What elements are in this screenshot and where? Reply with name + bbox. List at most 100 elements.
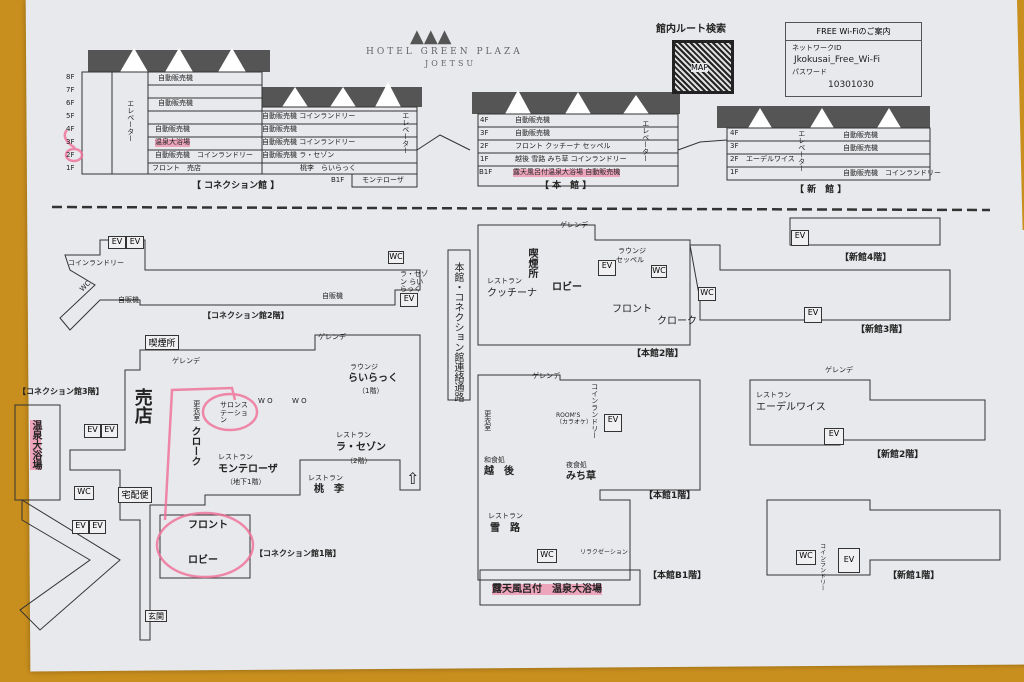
logo-mark: ▲▲▲ — [410, 26, 452, 47]
karaoke-rooms[interactable]: ROOM'S（カラオケ） — [556, 412, 593, 426]
wifi-info-box: FREE Wi-Fiのご案内 ネットワークID Jkokusai_Free_Wi… — [785, 22, 922, 97]
elevator-label: エレベーター — [797, 130, 806, 172]
restaurant-la-saison[interactable]: ラ・セゾン — [336, 442, 386, 453]
b1f-label: B1F — [331, 176, 345, 184]
highlighter-annotations — [63, 129, 259, 579]
honkan-caption: 【 本 館 】 — [540, 181, 592, 191]
shinkan-row-2f: エーデルワイス — [746, 155, 795, 163]
restaurant-monterosa[interactable]: モンテローザ — [218, 464, 278, 475]
washoku-type: 和食処 — [484, 456, 505, 464]
shinkan1-caption: 【新館1階】 — [888, 571, 940, 581]
restaurant-michikusa[interactable]: みち草 — [566, 471, 596, 482]
shinkan-row-1f: 自動販売機 コインランドリー — [843, 169, 941, 177]
shinkan2-caption: 【新館2階】 — [872, 450, 924, 460]
honkan1-caption: 【本館1階】 — [644, 491, 696, 501]
relaxation: リラクゼーション — [580, 549, 628, 556]
cloakroom[interactable]: クローク — [657, 316, 697, 327]
elevator: EV — [824, 428, 844, 445]
floor-3f: 3F — [730, 142, 739, 150]
restaurant-echigo[interactable]: 越 後 — [484, 466, 514, 477]
front-desk[interactable]: フロント — [612, 304, 652, 315]
honkanb1-caption: 【本館B1階】 — [648, 571, 707, 581]
shinkan3-caption: 【新館3階】 — [856, 325, 908, 335]
elevator: EV — [89, 520, 106, 534]
floor-1f: 1F — [480, 155, 489, 163]
elevator-label: エレベーター — [641, 120, 650, 162]
elevator: EV — [838, 548, 860, 573]
salon-station[interactable]: サロンステーション — [220, 401, 248, 425]
honkan-row-3f: 自動販売機 — [515, 129, 550, 137]
coin-laundry: コインランドリー — [590, 383, 599, 439]
slope-exit: ゲレンデ — [825, 366, 853, 374]
conn3-caption: 【コネクション館3階】 — [18, 387, 104, 396]
lounge-floor: （1階） — [358, 387, 384, 395]
elevator: EV — [804, 307, 822, 323]
honkan2-caption: 【本館2階】 — [632, 349, 684, 359]
entrance-arrow-icon: ⇧ — [406, 469, 420, 488]
row-4f-right: 自動販売機 — [262, 125, 297, 133]
floor-7f: 7F — [66, 86, 75, 94]
floor-3f: 3F — [480, 129, 489, 137]
floor-6f: 6F — [66, 99, 75, 107]
qr-label: MAP — [691, 63, 709, 72]
slope-exit: ゲレンデ — [560, 221, 588, 229]
elevator: EV — [604, 414, 622, 432]
floor-2f: 2F — [730, 155, 739, 163]
lounge-type: ラウンジ — [350, 363, 378, 371]
floor-4f: 4F — [480, 116, 489, 124]
restroom: WC — [651, 265, 667, 278]
lounge-type: ラウンジ — [618, 247, 646, 255]
cloakroom[interactable]: クローク — [189, 426, 200, 466]
floor-4f: 4F — [66, 125, 75, 133]
floor-8f: 8F — [66, 73, 75, 81]
restaurant-touri[interactable]: 桃 李 — [314, 484, 344, 495]
elevator-label: エレベーター — [126, 100, 135, 142]
floor-2f: 2F — [480, 142, 489, 150]
restaurant-type: レストラン — [308, 474, 343, 482]
shinkan-row-3f: 自動販売機 — [843, 144, 878, 152]
open-air-hot-spring-bath[interactable]: 露天風呂付 温泉大浴場 — [492, 584, 602, 595]
restroom: WC — [388, 251, 404, 264]
lobby[interactable]: ロビー — [188, 555, 218, 566]
floor-3f: 3F — [66, 138, 75, 146]
elevator-label: エレベーター — [401, 112, 410, 154]
lounge-seppel[interactable]: セッペル — [616, 256, 644, 264]
lounge-lilac[interactable]: らいらっく — [348, 373, 398, 384]
connection-caption: 【 コネクション館 】 — [192, 181, 280, 191]
route-search-title: 館内ルート検索 — [656, 24, 726, 35]
honkan-row-2f: フロント クッチーナ セッペル — [515, 142, 611, 150]
wifi-title: FREE Wi-Fiのご案内 — [786, 23, 921, 41]
lobby[interactable]: ロビー — [552, 282, 582, 293]
connecting-passage: 本館・コネクション館連絡通路 — [452, 262, 463, 402]
qr-code[interactable]: MAP — [672, 40, 734, 94]
vending: 自販機 — [118, 296, 139, 304]
shinkan-row-4f: 自動販売機 — [843, 131, 878, 139]
shop[interactable]: 売店 — [131, 388, 153, 424]
honkan-row-4f: 自動販売機 — [515, 116, 550, 124]
row-4f: 自動販売機 — [155, 125, 190, 133]
elevator: EV — [400, 293, 418, 307]
restaurant-yukiji[interactable]: 雪 路 — [490, 523, 520, 534]
restaurant-cucina[interactable]: クッチーナ — [487, 288, 537, 299]
table-background — [1017, 0, 1024, 230]
elevator: EV — [84, 424, 101, 438]
floor-4f: 4F — [730, 129, 739, 137]
elevator: EV — [791, 230, 809, 246]
restroom: W O — [258, 397, 273, 405]
restaurant-type: レストラン — [756, 391, 791, 399]
logo-text: HOTEL GREEN PLAZA — [366, 47, 523, 57]
restaurant-type: レストラン — [218, 453, 253, 461]
smoking-room: 喫煙所 — [526, 248, 537, 278]
front-desk[interactable]: フロント — [188, 520, 228, 531]
floor-5f: 5F — [66, 112, 75, 120]
honkan-row-b1f: 露天風呂付温泉大浴場 自動販売機 — [513, 168, 621, 177]
hot-spring-bath[interactable]: 温泉大浴場 — [30, 420, 41, 470]
restaurant-edelweiss[interactable]: エーデルワイス — [756, 402, 826, 413]
shinkan4-caption: 【新館4階】 — [840, 253, 892, 263]
network-id: Jkokusai_Free_Wi-Fi — [794, 55, 880, 65]
slope-exit: ゲレンデ — [532, 372, 560, 380]
network-label: ネットワークID — [792, 44, 842, 52]
password-label: パスワード — [792, 68, 827, 76]
changing-room: 更衣室 — [192, 400, 201, 421]
